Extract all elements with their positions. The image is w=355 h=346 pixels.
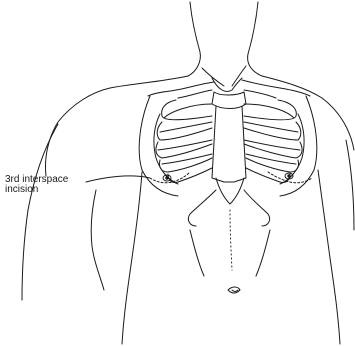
linea-alba — [230, 210, 232, 270]
jugular-notch — [212, 78, 242, 92]
left-clavicle-lower — [178, 90, 212, 98]
sternum-body — [212, 106, 246, 182]
right-costal-margin — [244, 190, 270, 226]
right-clavicle — [242, 80, 310, 96]
right-clavicle-lower — [244, 90, 276, 98]
incision-label-line-2: incision — [5, 185, 38, 195]
right-torso-outline — [318, 170, 340, 344]
label-leader-line — [86, 176, 150, 182]
neck-right-outline — [248, 2, 262, 76]
left-nipple — [163, 175, 171, 181]
left-arm-outline — [22, 124, 58, 300]
left-incision-line — [150, 172, 190, 183]
abdominal-shading-right — [256, 230, 270, 276]
abdominal-shading — [190, 230, 204, 276]
left-clavicle — [148, 82, 214, 96]
neck-crease-right — [232, 66, 246, 86]
navel-detail — [232, 290, 238, 292]
right-ribs — [244, 100, 304, 184]
right-arm-outline — [346, 140, 354, 230]
left-torso-outline — [122, 172, 142, 344]
manubrium — [212, 92, 246, 109]
left-arm-inner — [91, 190, 104, 290]
left-ribs — [154, 100, 212, 184]
left-costal-margin — [188, 190, 216, 226]
neck-left-outline — [188, 2, 200, 76]
